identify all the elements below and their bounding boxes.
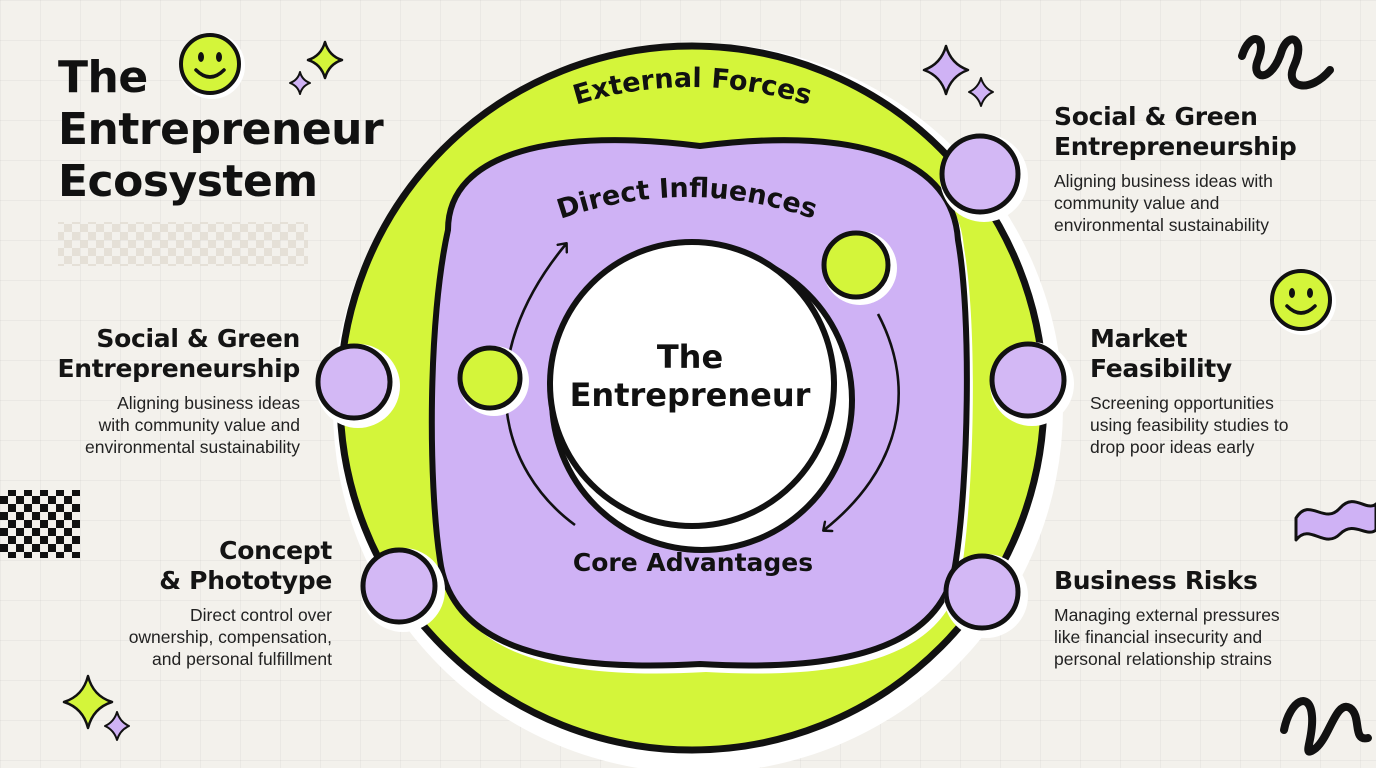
squiggle-icon xyxy=(1238,35,1334,90)
checker-pattern xyxy=(0,490,80,558)
item-mid-left: Social & Green Entrepreneurship Aligning… xyxy=(57,324,300,458)
sparkle-icon xyxy=(104,711,130,741)
item-heading: Social & Green Entrepreneurship xyxy=(1054,102,1297,162)
item-top-right: Social & Green Entrepreneurship Aligning… xyxy=(1054,102,1297,236)
description-line: community value and xyxy=(1054,193,1220,213)
heading-line: & Phototype xyxy=(159,566,332,595)
heading-line: Business Risks xyxy=(1054,566,1258,595)
description-line: personal relationship strains xyxy=(1054,649,1272,669)
item-bottom-right: Business Risks Managing external pressur… xyxy=(1054,566,1280,670)
item-bottom-left: Concept & Phototype Direct control over … xyxy=(129,536,333,670)
description-line: with community value and xyxy=(98,415,300,435)
node-bottom-right xyxy=(943,553,1021,631)
sparkle-icon xyxy=(922,44,970,96)
heading-line: Entrepreneurship xyxy=(1054,132,1297,161)
smiley-icon xyxy=(179,33,245,99)
checker-pattern-light xyxy=(58,222,308,266)
item-mid-right: Market Feasibility Screening opportuniti… xyxy=(1090,324,1288,458)
wave-icon xyxy=(1294,500,1376,542)
item-description: Screening opportunities using feasibilit… xyxy=(1090,392,1288,458)
heading-line: Entrepreneurship xyxy=(57,354,300,383)
squiggle-icon xyxy=(1280,697,1372,756)
heading-line: Social & Green xyxy=(96,324,300,353)
arrow-down xyxy=(824,313,900,530)
inner-ring-label: Core Advantages xyxy=(572,548,814,577)
title-line: The xyxy=(58,52,148,103)
description-line: environmental sustainability xyxy=(1054,215,1269,235)
node-top-right xyxy=(939,133,1021,215)
heading-line: Market xyxy=(1090,324,1188,353)
title-line: Ecosystem xyxy=(58,156,318,207)
lime-node-left xyxy=(457,345,523,411)
item-description: Direct control over ownership, compensat… xyxy=(129,604,332,670)
sparkle-icon xyxy=(306,40,344,80)
description-line: environmental sustainability xyxy=(85,437,300,457)
title-line: Entrepreneur xyxy=(58,104,384,155)
heading-line: Feasibility xyxy=(1090,354,1232,383)
description-line: ownership, compensation, xyxy=(128,627,332,647)
description-line: Screening opportunities xyxy=(1090,393,1274,413)
item-description: Managing external pressures like financi… xyxy=(1054,604,1280,670)
item-description: Aligning business ideas with community v… xyxy=(57,392,300,458)
smiley-icon xyxy=(1270,269,1336,335)
heading-line: Concept xyxy=(219,536,332,565)
sparkle-icon xyxy=(968,77,994,107)
item-description: Aligning business ideas with community v… xyxy=(1054,170,1297,236)
node-mid-right xyxy=(989,341,1067,419)
sparkle-icon xyxy=(289,71,311,95)
item-heading: Business Risks xyxy=(1054,566,1280,596)
description-line: Aligning business ideas xyxy=(117,393,300,413)
description-line: Managing external pressures xyxy=(1054,605,1280,625)
description-line: Aligning business ideas with xyxy=(1054,171,1273,191)
description-line: like financial insecurity and xyxy=(1054,627,1263,647)
item-heading: Concept & Phototype xyxy=(129,536,332,596)
item-heading: Market Feasibility xyxy=(1090,324,1288,384)
page-title: The Entrepreneur Ecosystem xyxy=(58,52,418,208)
sparkle-icon xyxy=(62,674,114,730)
heading-line: Social & Green xyxy=(1054,102,1258,131)
description-line: Direct control over xyxy=(190,605,332,625)
lime-node-right xyxy=(821,230,891,300)
center-circle xyxy=(547,239,837,529)
description-line: using feasibility studies to xyxy=(1090,415,1289,435)
center-label-line: The xyxy=(656,338,724,376)
node-mid-left xyxy=(315,343,393,421)
item-heading: Social & Green Entrepreneurship xyxy=(57,324,300,384)
center-label-line: Entrepreneur xyxy=(569,376,811,414)
description-line: and personal fulfillment xyxy=(152,649,332,669)
node-bottom-left xyxy=(360,547,438,625)
description-line: drop poor ideas early xyxy=(1090,437,1255,457)
center-label: The Entrepreneur xyxy=(560,338,820,414)
